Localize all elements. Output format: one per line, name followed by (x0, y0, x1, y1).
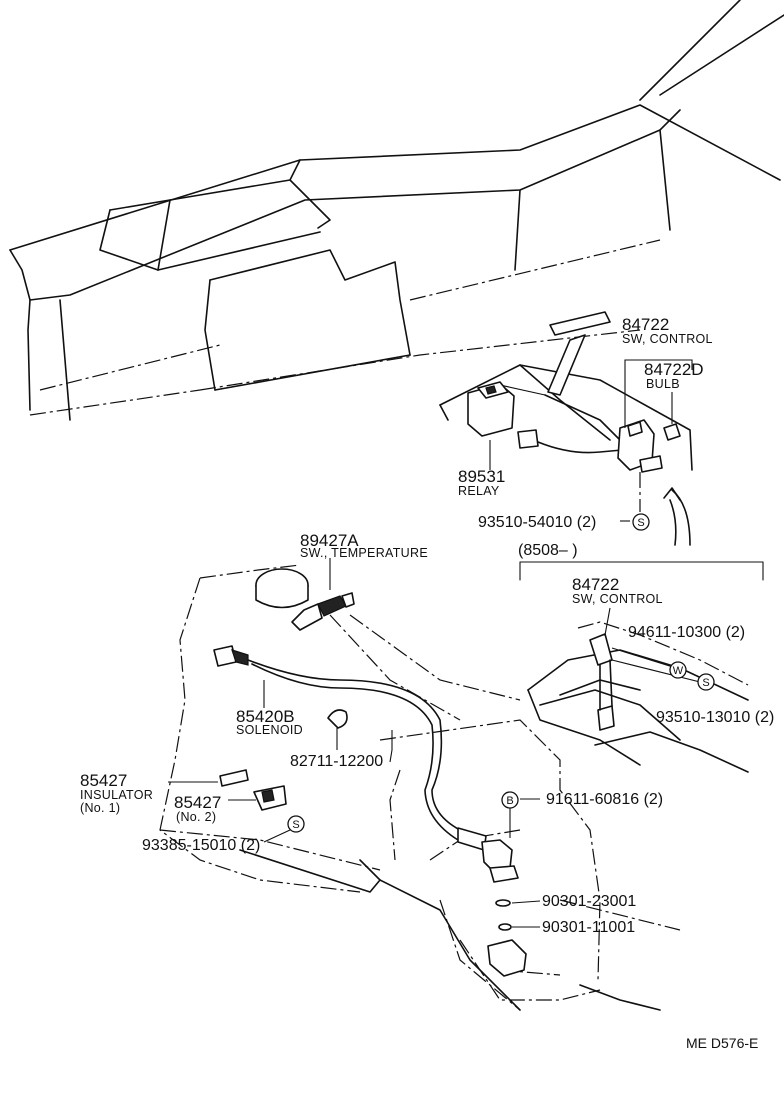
filler-cap (255, 568, 309, 609)
label-85420b: 85420B (236, 707, 295, 726)
symbol-w-94611-10300: W (669, 661, 687, 679)
solenoid-part (213, 645, 519, 883)
o-ring-small (498, 923, 512, 931)
label-82711-12200: 82711-12200 (290, 753, 383, 770)
label-89427a: 89427A (300, 531, 359, 550)
symbol-s-93385-15010: S (287, 815, 305, 833)
label-94611-10300: 94611-10300 (2) (628, 624, 745, 641)
svg-text:S: S (292, 819, 299, 831)
svg-text:B: B (506, 795, 513, 807)
label-84722-top: 84722 (622, 315, 669, 334)
label-insulator: INSULATOR (80, 788, 153, 802)
clamp-part (327, 709, 348, 729)
bulb-part (663, 423, 681, 441)
model-range-bracket (519, 561, 764, 581)
symbol-s-93510-13010: S (697, 673, 715, 691)
label-93510-54010: 93510-54010 (2) (478, 514, 596, 531)
label-sw-temperature: SW., TEMPERATURE (300, 546, 428, 560)
label-solenoid: SOLENOID (236, 723, 303, 737)
shifter-illustration (527, 607, 749, 773)
label-no2: (No. 2) (176, 810, 216, 824)
label-93510-13010: 93510-13010 (2) (656, 709, 774, 726)
temperature-switch-part (291, 592, 355, 631)
label-89531: 89531 (458, 467, 505, 486)
svg-text:S: S (702, 677, 709, 689)
label-relay: RELAY (458, 484, 500, 498)
label-bulb: BULB (646, 377, 680, 391)
label-84722-lower: 84722 (572, 575, 619, 594)
symbol-b-91611-60816: B (501, 791, 519, 809)
fitting-part (487, 939, 527, 977)
insulator-parts (219, 769, 287, 811)
symbol-s-93510-54010: S (632, 513, 650, 531)
diagram-code: ME D576-E (686, 1035, 758, 1051)
o-ring-large (495, 899, 511, 907)
label-90301-23001: 90301-23001 (542, 893, 636, 910)
relay-part (467, 381, 515, 437)
label-85427-no2: 85427 (174, 793, 221, 812)
label-85427-no1: 85427 (80, 771, 127, 790)
label-no1: (No. 1) (80, 801, 120, 815)
label-91611-60816: 91611-60816 (2) (546, 791, 663, 808)
control-switch-part (617, 419, 663, 473)
label-84722d: 84722D (644, 360, 704, 379)
label-model-range: (8508– ) (518, 542, 578, 559)
dashboard-illustration (9, 0, 784, 421)
label-sw-control-top: SW, CONTROL (622, 332, 713, 346)
svg-text:W: W (673, 665, 684, 677)
svg-text:S: S (637, 517, 644, 529)
label-93385-15010: 93385-15010 (2) (142, 837, 260, 854)
engine-illustration (159, 558, 681, 1011)
control-switch-assembly (439, 311, 693, 546)
label-sw-control-lower: SW, CONTROL (572, 592, 663, 606)
label-90301-11001: 90301-11001 (542, 919, 635, 936)
